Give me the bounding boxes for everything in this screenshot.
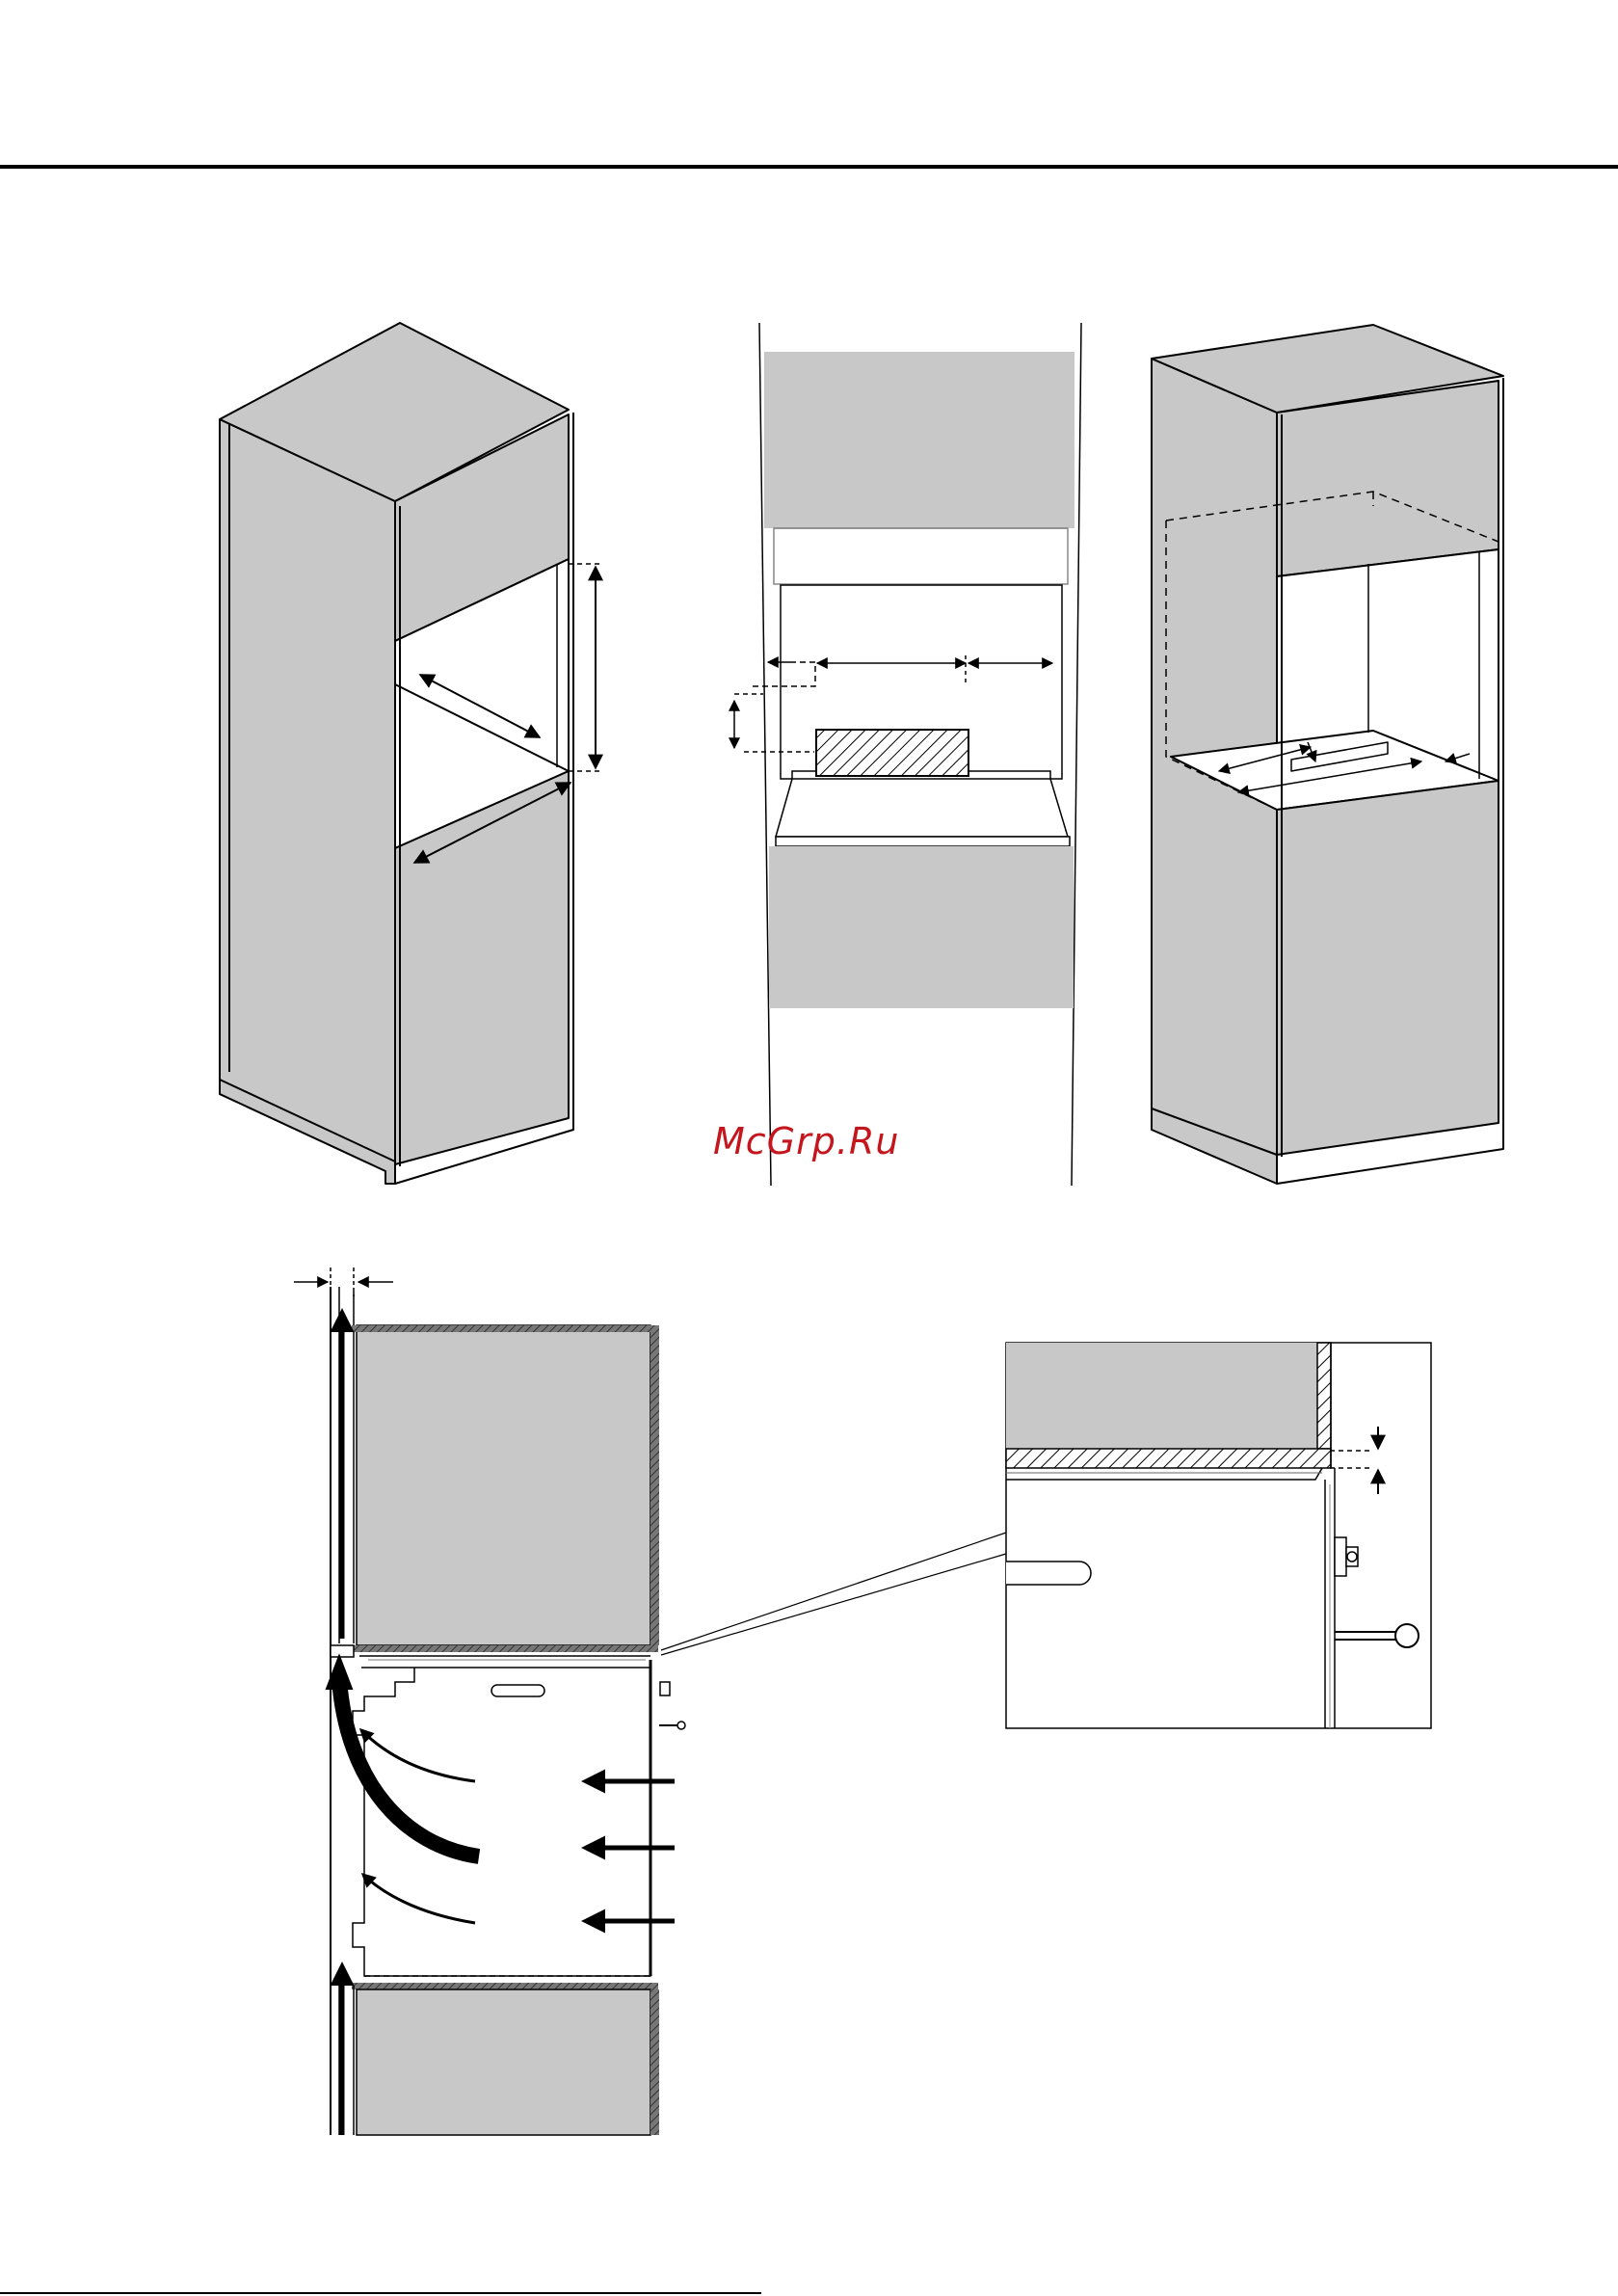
niche-upper-panel [764, 352, 1074, 528]
figure-cabinet-open-niche [1152, 325, 1503, 1184]
watermark-text: McGrp.Ru [713, 1118, 906, 1164]
power-socket-zone [816, 730, 968, 776]
lower-cabinet-block [357, 1989, 650, 2135]
detail-oven-handle [1006, 1562, 1091, 1585]
zoom-leader-bottom [661, 1554, 1006, 1655]
niche-upper-trim [774, 528, 1068, 584]
figure-ventilation-section [294, 1268, 1006, 2135]
cabinet3-lower-front [1277, 781, 1499, 1155]
oven-handle-slot [491, 1685, 544, 1696]
detail-hatched-shelf [1006, 1449, 1331, 1468]
figure-cabinet-perspective [220, 323, 599, 1184]
figure-detail-zoom [1006, 1343, 1431, 1728]
cabinet3-upper-front [1277, 381, 1499, 576]
niche-floor [776, 779, 1068, 837]
detail-knob [1395, 1624, 1419, 1647]
cabinet-side-panel [220, 419, 395, 1174]
detail-hatched-side [1317, 1343, 1331, 1449]
niche-lower-rail [776, 837, 1070, 846]
detail-cabinet-block [1006, 1343, 1317, 1449]
figure-niche-front [734, 323, 1081, 1186]
niche-lower-panel [769, 846, 1074, 1008]
zoom-leader-top [661, 1533, 1006, 1650]
upper-cabinet-block [357, 1325, 650, 1645]
